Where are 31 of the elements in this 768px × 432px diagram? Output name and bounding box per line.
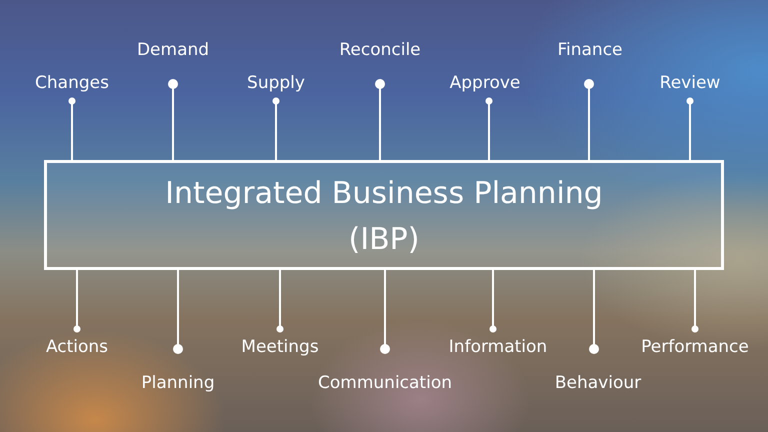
topic-label: Communication [318,371,452,395]
leader-line [173,270,183,354]
leader-line [380,270,390,354]
topic-label: Demand [136,38,210,62]
leader-line [686,98,694,160]
topic-label: Information [448,335,548,359]
leader-line [276,270,284,332]
topic-label: Actions [46,335,108,359]
leader-line [168,79,178,160]
central-box [44,160,724,270]
topic-label: Planning [141,371,215,395]
topic-label: Meetings [241,335,319,359]
topic-label: Supply [247,71,305,95]
topic-label: Finance [557,38,623,62]
leader-line [375,79,385,160]
leader-line [68,98,76,160]
topic-label: Behaviour [554,371,642,395]
topic-label: Approve [450,71,520,95]
leader-line [589,270,599,354]
topic-label: Reconcile [339,38,421,62]
topic-label: Performance [641,335,749,359]
leader-line [272,98,280,160]
heading-text: Integrated Business Planning [165,175,603,213]
leader-line [584,79,594,160]
topic-label: Review [660,71,720,95]
abbreviation-text: (IBP) [348,221,420,259]
leader-line [486,98,492,160]
topic-label: Changes [35,71,109,95]
leader-line [74,270,80,332]
leader-line [490,270,496,332]
leader-line [692,270,698,332]
